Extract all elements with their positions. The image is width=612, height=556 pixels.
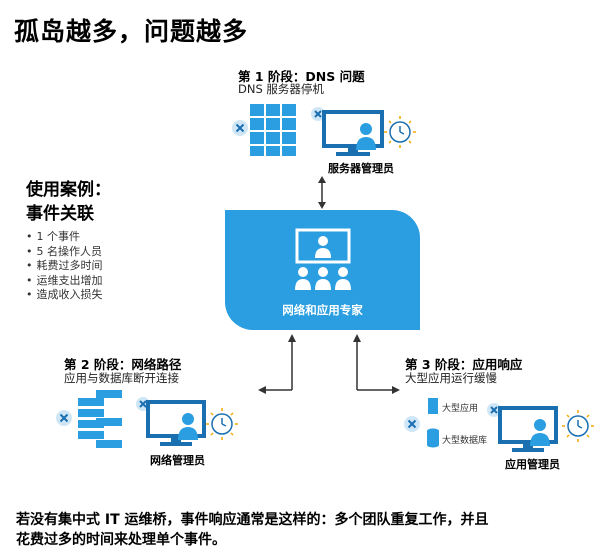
double-arrow xyxy=(318,176,326,209)
use-case-heading-line1: 使用案例： xyxy=(26,180,111,200)
stage2-role-label: 网络管理员 xyxy=(150,454,205,467)
stage1-title: 第 1 阶段：DNS 问题 xyxy=(238,69,365,84)
admin-workstation-icon xyxy=(146,400,206,446)
list-item: 耗费过多时间 xyxy=(26,259,111,274)
team-meeting-icon xyxy=(295,228,351,290)
stage2-subtitle: 应用与数据库断开连接 xyxy=(64,371,179,385)
admin-workstation-icon xyxy=(322,110,384,156)
use-case-panel: 使用案例： 事件关联 1 个事件 5 名操作人员 耗费过多时间 运维支出增加 造… xyxy=(26,178,111,303)
list-item: 1 个事件 xyxy=(26,230,111,245)
use-case-list: 1 个事件 5 名操作人员 耗费过多时间 运维支出增加 造成收入损失 xyxy=(26,230,111,303)
clock-icon xyxy=(206,408,238,440)
page-title: 孤岛越多，问题越多 xyxy=(14,17,249,46)
use-case-heading-line2: 事件关联 xyxy=(26,204,94,224)
network-switch-icon xyxy=(78,390,122,448)
stage3-subtitle: 大型应用运行缓慢 xyxy=(405,371,497,385)
list-item: 5 名操作人员 xyxy=(26,245,111,260)
stage1-role-label: 服务器管理员 xyxy=(328,162,394,175)
footer-line2: 花费过多的时间来处理单个事件。 xyxy=(16,532,226,548)
double-arrow xyxy=(258,334,296,394)
stage1-subtitle: DNS 服务器停机 xyxy=(238,82,324,96)
stage3-title: 第 3 阶段：应用响应 xyxy=(405,357,523,372)
error-x-icon xyxy=(232,120,248,136)
large-db-label: 大型数据库 xyxy=(442,436,488,446)
large-app-label: 大型应用 xyxy=(442,404,479,414)
error-x-icon xyxy=(487,403,501,417)
footer-line1: 若没有集中式 IT 运维桥，事件响应通常是这样的：多个团队重复工作，并且 xyxy=(16,512,489,528)
server-rack-icon xyxy=(250,104,296,156)
footer-text: 若没有集中式 IT 运维桥，事件响应通常是这样的：多个团队重复工作，并且 花费过… xyxy=(16,510,606,550)
error-x-icon xyxy=(311,107,325,121)
app-server-icon xyxy=(428,398,438,414)
stage3-role-label: 应用管理员 xyxy=(505,458,560,471)
admin-workstation-icon xyxy=(498,406,558,452)
database-icon xyxy=(427,428,439,448)
clock-icon xyxy=(562,410,594,442)
error-x-icon xyxy=(56,410,72,426)
list-item: 运维支出增加 xyxy=(26,274,111,289)
expert-team-label: 网络和应用专家 xyxy=(282,303,363,317)
error-x-icon xyxy=(404,416,420,432)
list-item: 造成收入损失 xyxy=(26,288,111,303)
double-arrow xyxy=(353,334,400,394)
stage2-title: 第 2 阶段：网络路径 xyxy=(64,357,182,372)
clock-icon xyxy=(384,116,416,148)
